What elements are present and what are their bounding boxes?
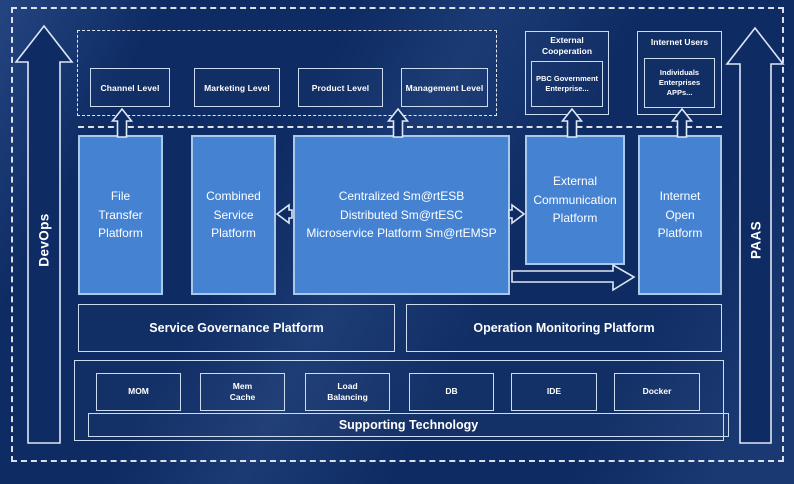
internet-open-platform-box: Internet Open Platform [638,135,722,295]
supporting-technology-container [74,360,724,441]
tech-box-mom: MOM [96,373,181,411]
paas-label: PAAS [748,220,764,260]
supporting-technology-bar: Supporting Technology [88,413,729,437]
combined-service-platform-box: Combined Service Platform [191,135,276,295]
internet-users-members: Individuals Enterprises APPs... [644,58,715,108]
level-box-management: Management Level [401,68,488,107]
external-communication-platform-box: External Communication Platform [525,135,625,265]
tech-box-ide: IDE [511,373,597,411]
tech-box-load-balancing: Load Balancing [305,373,390,411]
level-box-marketing: Marketing Level [194,68,280,107]
tech-box-db: DB [409,373,494,411]
file-transfer-platform-box: File Transfer Platform [78,135,163,295]
level-box-product: Product Level [298,68,383,107]
esb-platform-box: Centralized Sm@rtESB Distributed Sm@rtES… [293,135,510,295]
level-box-channel: Channel Level [90,68,170,107]
bus-dashed-line [78,126,722,128]
external-cooperation-title: External Cooperation [541,35,593,56]
tech-box-mem-cache: Mem Cache [200,373,285,411]
operation-monitoring-platform-box: Operation Monitoring Platform [406,304,722,352]
external-cooperation-members: PBC Government Enterprise... [531,61,603,107]
levels-dashed-container [77,30,497,116]
devops-label: DevOps [36,213,52,267]
service-governance-platform-box: Service Governance Platform [78,304,395,352]
internet-users-title: Internet Users [650,37,709,47]
tech-box-docker: Docker [614,373,700,411]
